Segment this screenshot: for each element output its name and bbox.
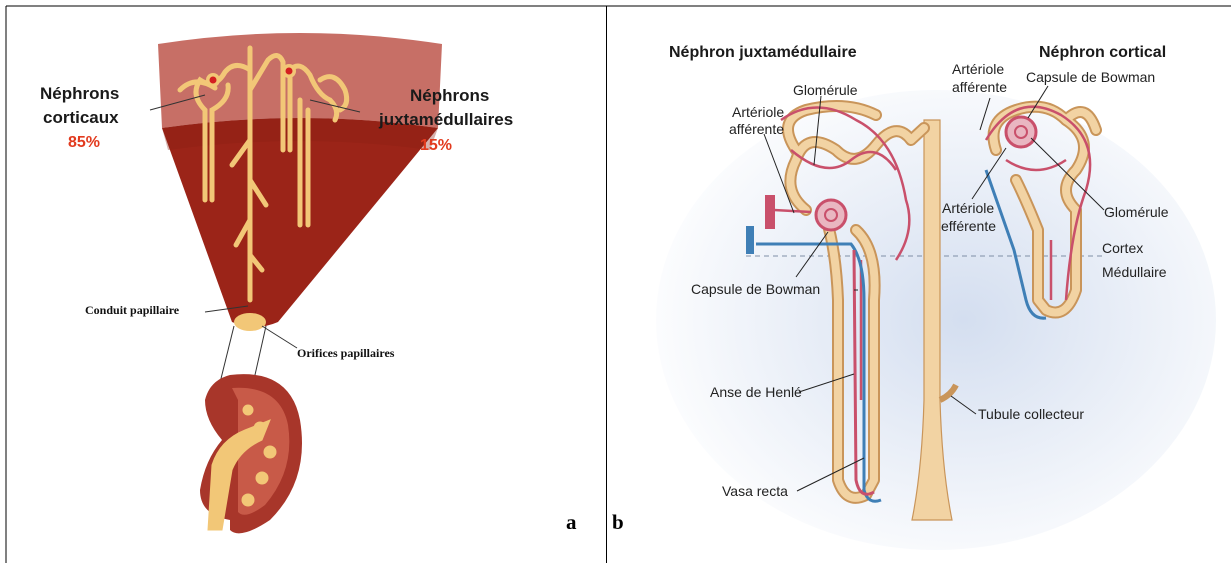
panel-b: Néphron juxtamédullaire Néphron cortical…	[606, 0, 1231, 563]
label-arteriole-afferente-left-1: Artériole	[732, 104, 784, 120]
label-tubule-collecteur: Tubule collecteur	[978, 406, 1084, 422]
label-capsule-bowman-top: Capsule de Bowman	[1026, 69, 1155, 85]
label-arteriole-efferente-1: Artériole	[942, 200, 994, 216]
label-nephrons-juxta-2: juxtamédullaires	[378, 110, 513, 129]
glomerulus-juxta-core	[286, 68, 293, 75]
panel-a: Néphrons corticaux 85% Néphrons juxtaméd…	[0, 0, 606, 563]
panel-letter-a: a	[566, 510, 577, 534]
arteriole-afferente-left	[765, 195, 775, 229]
title-nephron-cortical: Néphron cortical	[1039, 44, 1166, 61]
label-glomerule-right: Glomérule	[1104, 204, 1169, 220]
label-nephrons-corticaux-1: Néphrons	[40, 84, 119, 103]
label-orifices-papillaires: Orifices papillaires	[297, 346, 395, 360]
panel-b-svg: Néphron juxtamédullaire Néphron cortical…	[606, 0, 1231, 563]
panel-letter-b: b	[612, 510, 624, 534]
label-pct-85: 85%	[68, 134, 100, 151]
label-capsule-bowman-left: Capsule de Bowman	[691, 281, 820, 297]
label-conduit-papillaire: Conduit papillaire	[85, 303, 180, 317]
glomerulus-cortical	[1006, 117, 1036, 147]
label-nephrons-corticaux-2: corticaux	[43, 108, 119, 127]
papilla	[234, 313, 266, 331]
label-arteriole-afferente-left-2: afférente	[729, 121, 784, 137]
label-arteriole-afferente-top-1: Artériole	[952, 61, 1004, 77]
panel-a-svg: Néphrons corticaux 85% Néphrons juxtaméd…	[0, 0, 606, 563]
label-anse-henle: Anse de Henlé	[710, 384, 802, 400]
label-medullaire: Médullaire	[1102, 264, 1167, 280]
label-arteriole-afferente-top-2: afférente	[952, 79, 1007, 95]
vein-left	[746, 226, 754, 254]
label-glomerule-left: Glomérule	[793, 82, 858, 98]
glomerulus-cortical-core	[210, 77, 217, 84]
label-pct-15: 15%	[420, 137, 452, 154]
label-arteriole-efferente-2: efférente	[941, 218, 996, 234]
title-nephron-juxta: Néphron juxtamédullaire	[669, 44, 857, 61]
glomerulus-juxta	[816, 200, 846, 230]
label-cortex: Cortex	[1102, 240, 1143, 256]
pointer-orifices	[262, 326, 297, 348]
label-vasa-recta: Vasa recta	[722, 483, 788, 499]
label-nephrons-juxta-1: Néphrons	[410, 86, 489, 105]
